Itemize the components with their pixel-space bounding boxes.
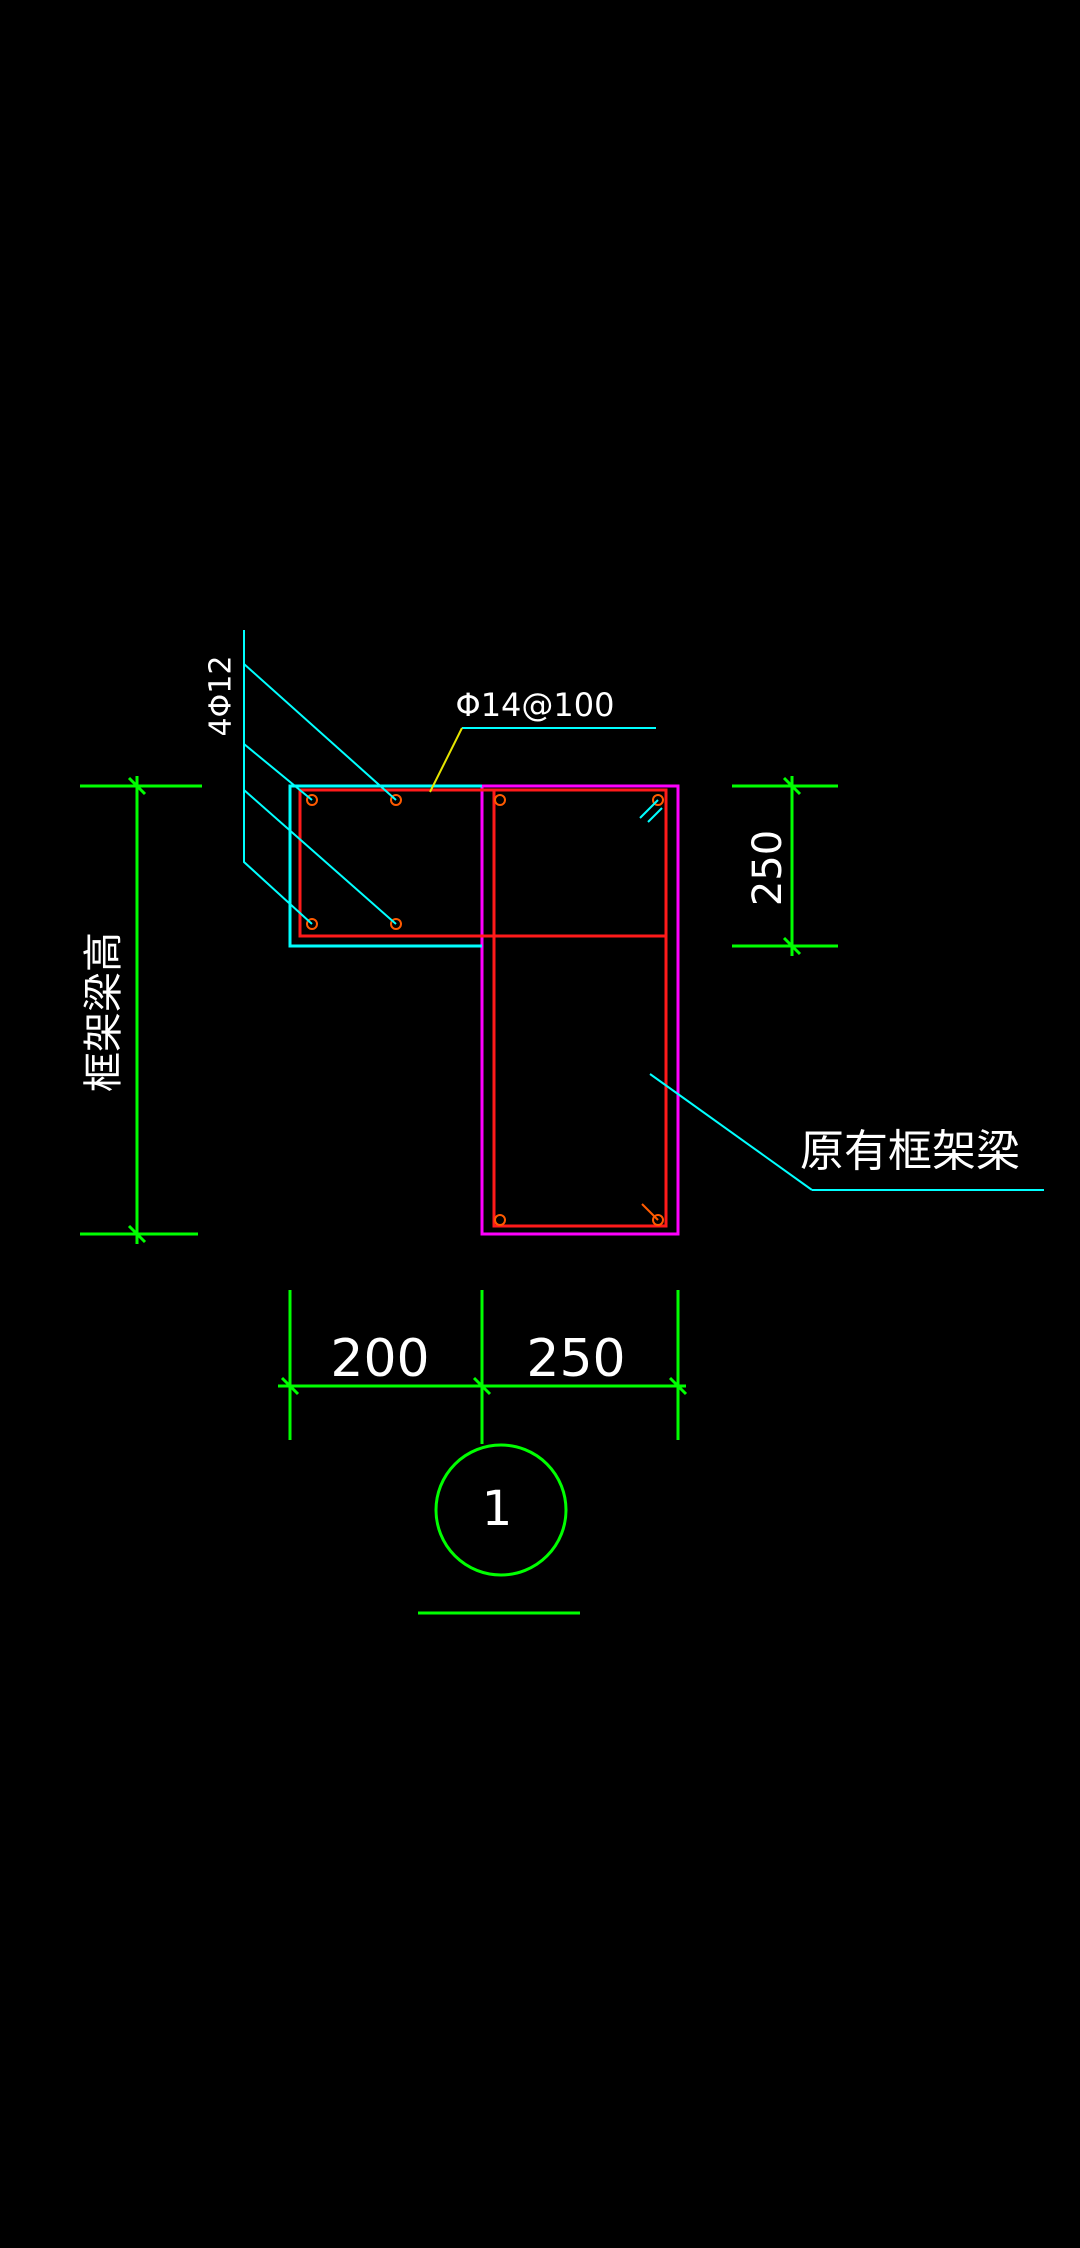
stirrup-spec-label: Φ14@100 bbox=[456, 686, 615, 724]
section-mark-circle bbox=[434, 1443, 568, 1577]
leaders bbox=[243, 630, 1044, 1191]
left-dim-label: 框架梁高 bbox=[81, 932, 127, 1092]
right-dim-label: 250 bbox=[745, 830, 791, 906]
bottom-dim-left-label: 200 bbox=[330, 1329, 429, 1389]
top-rebar-label: 4Φ12 bbox=[204, 656, 239, 737]
new-rebar-top-mid bbox=[390, 794, 402, 806]
existing-beam-label: 原有框架梁 bbox=[800, 1126, 1020, 1177]
bottom-dim-tick-mid bbox=[472, 1376, 492, 1396]
rebar-leader-3 bbox=[243, 789, 397, 925]
stirrup-hook-top bbox=[639, 799, 659, 819]
stirrup-hook-top-2 bbox=[647, 807, 663, 823]
existing-rebar-bottom-right bbox=[652, 1214, 664, 1226]
rebar-leader-1 bbox=[243, 663, 397, 801]
right-dim-tick-bottom bbox=[782, 936, 802, 956]
new-section-outline bbox=[288, 784, 482, 948]
new-section bbox=[288, 784, 668, 948]
existing-rebar-bottom-left bbox=[494, 1214, 506, 1226]
rebar-leader-2 bbox=[243, 743, 313, 801]
left-dim-tick-top bbox=[127, 776, 147, 796]
new-rebar-bottom-left bbox=[306, 918, 318, 930]
existing-rebar-top-right bbox=[652, 794, 664, 806]
existing-rebar-top-left bbox=[494, 794, 506, 806]
dimensions bbox=[80, 776, 838, 1615]
section-mark-number: 1 bbox=[482, 1481, 513, 1537]
bottom-dim-tick-right bbox=[668, 1376, 688, 1396]
existing-beam bbox=[480, 784, 680, 1236]
new-rebar-top-left bbox=[306, 794, 318, 806]
right-dim-tick-top bbox=[782, 776, 802, 796]
new-rebar-bottom-mid bbox=[390, 918, 402, 930]
new-section-stirrup bbox=[298, 788, 668, 938]
existing-beam-stirrup bbox=[492, 788, 668, 1228]
existing-beam-leader-slant bbox=[649, 1073, 813, 1191]
stirrup-hook-bottom bbox=[641, 1203, 659, 1221]
rebar-leader-frame bbox=[243, 630, 313, 925]
bottom-dim-right-label: 250 bbox=[526, 1329, 625, 1389]
bottom-dim-tick-left bbox=[280, 1376, 300, 1396]
existing-beam-outline bbox=[480, 784, 680, 1236]
stirrup-leader-yellow bbox=[429, 727, 463, 793]
left-dim-tick-bottom bbox=[127, 1224, 147, 1244]
